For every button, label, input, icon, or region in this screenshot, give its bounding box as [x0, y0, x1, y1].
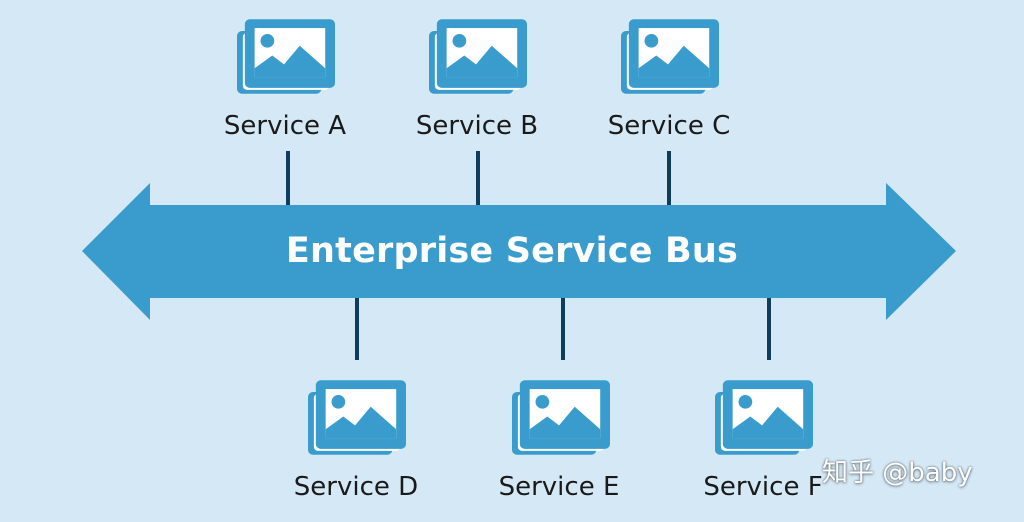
connector-e	[561, 296, 565, 360]
service-f-label: Service F	[703, 472, 823, 502]
connector-d	[355, 296, 359, 360]
service-e-label: Service E	[498, 472, 620, 502]
service-c-label: Service C	[607, 111, 731, 141]
service-b-label: Service B	[415, 111, 539, 141]
bus-double-arrow	[82, 183, 956, 320]
connector-a	[286, 151, 290, 205]
connector-b	[476, 151, 480, 205]
image-gallery-icon	[512, 380, 610, 455]
service-a-label: Service A	[223, 111, 347, 141]
watermark: 知乎 @baby	[822, 458, 973, 488]
image-gallery-icon	[429, 19, 527, 94]
connector-f	[767, 296, 771, 360]
image-gallery-icon	[715, 380, 813, 455]
image-gallery-icon	[237, 19, 335, 94]
service-d-label: Service D	[293, 472, 419, 502]
bus-label: Enterprise Service Bus	[285, 231, 739, 271]
image-gallery-icon	[308, 380, 406, 455]
connector-c	[667, 151, 671, 205]
image-gallery-icon	[621, 19, 719, 94]
connectors	[286, 151, 771, 360]
